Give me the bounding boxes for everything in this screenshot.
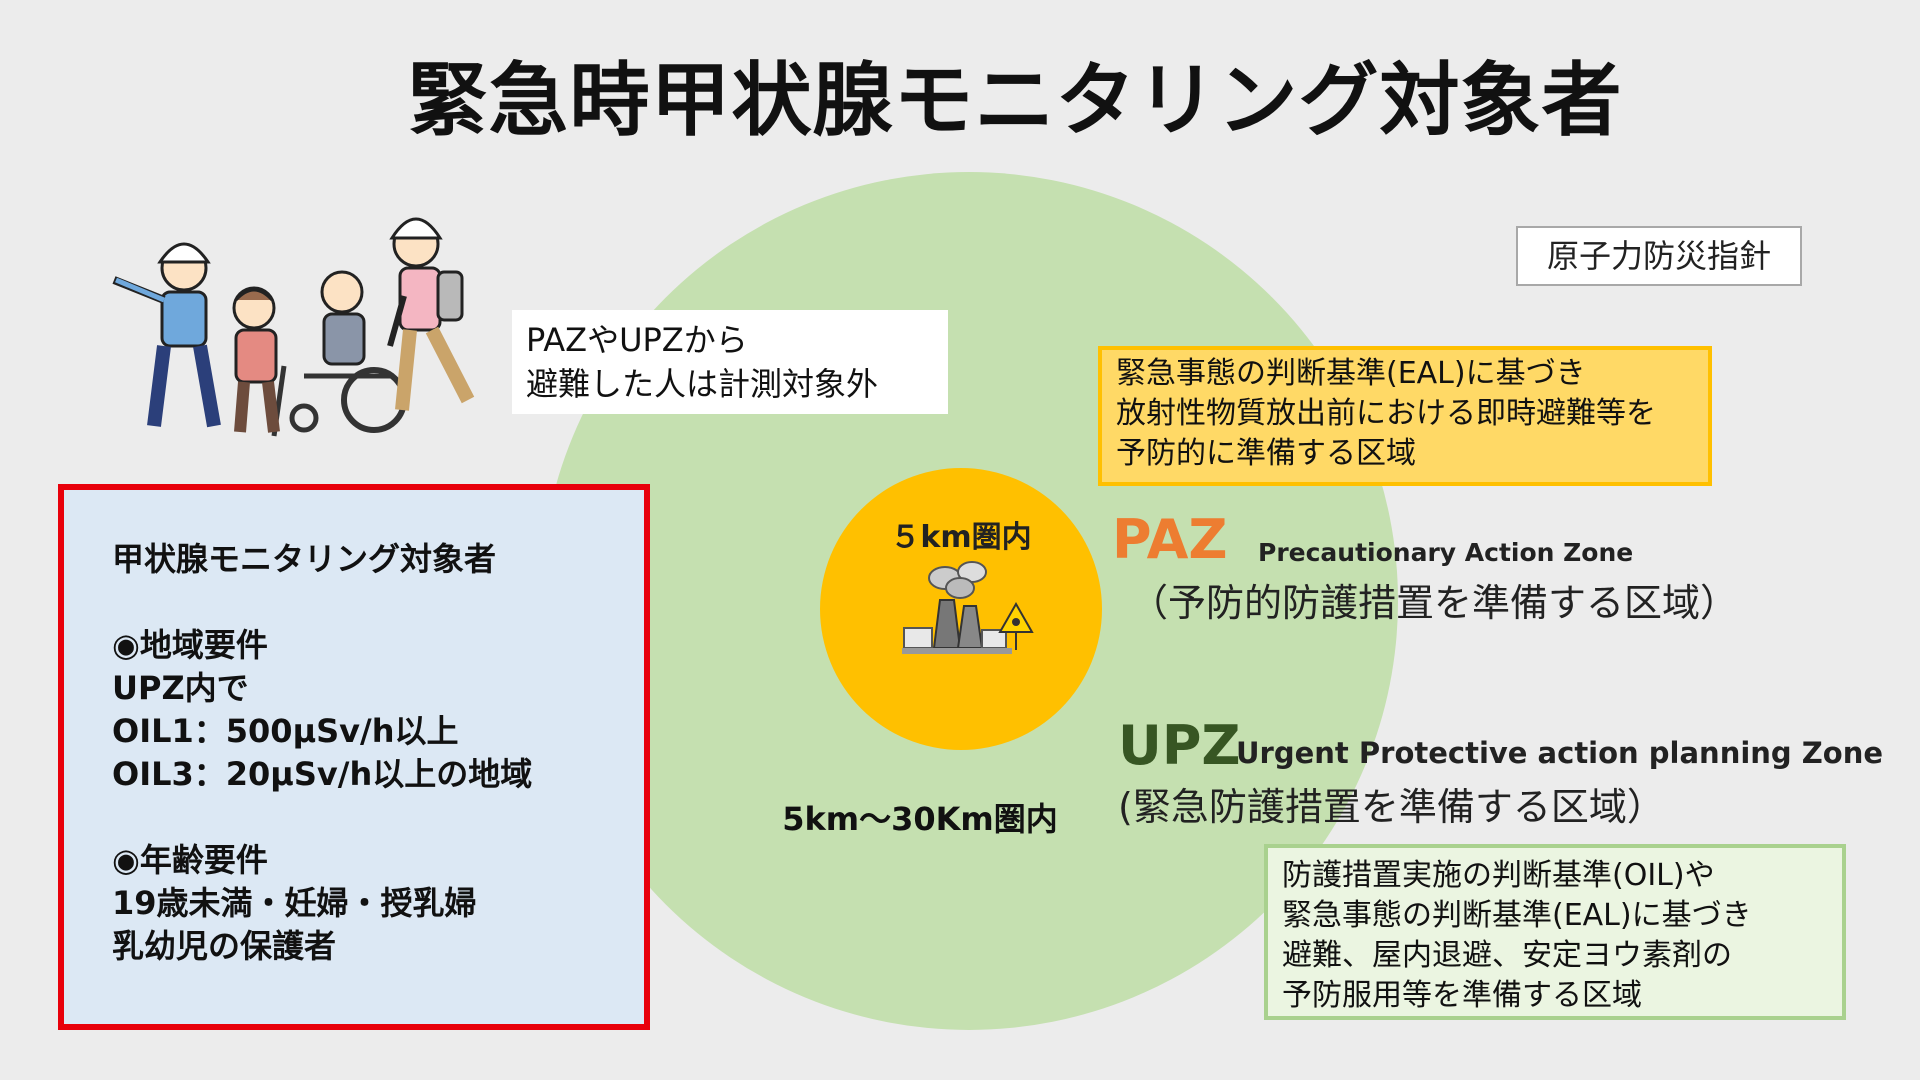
upz-box-line: 緊急事態の判断基準(EAL)に基づき [1282,898,1752,933]
paz-box-line: 緊急事態の判断基準(EAL)に基づき [1116,356,1586,391]
upz-range-label: 5km～30Km圏内 [782,800,1058,838]
upz-definition-box: 防護措置実施の判断基準(OIL)や 緊急事態の判断基準(EAL)に基づき 避難、… [1264,844,1846,1020]
upz-box-line: 避難、屋内退避、安定ヨウ素剤の [1282,938,1732,973]
guideline-label: 原子力防災指針 [1516,226,1802,286]
evacuee-note-line: PAZやUPZから [526,321,748,359]
paz-circle-label: ５km圏内 [890,520,1032,555]
region-requirement-heading: ◉地域要件 [112,626,268,664]
age-requirement-heading: ◉年齢要件 [112,841,268,879]
paz-abbreviation: PAZ [1112,508,1228,571]
upz-abbreviation: UPZ [1118,714,1241,777]
region-requirement-line: UPZ内で [112,669,249,707]
region-requirement-line: OIL3：20μSv/h以上の地域 [112,755,533,793]
monitoring-target-box: 甲状腺モニタリング対象者 ◉地域要件 UPZ内で OIL1：500μSv/h以上… [58,484,650,1030]
upz-full-name: Urgent Protective action planning Zone [1236,736,1884,770]
region-requirement-line: OIL1：500μSv/h以上 [112,712,459,750]
nuclear-power-plant-icon [902,561,1034,654]
age-requirement-line: 19歳未満・妊婦・授乳婦 [112,884,477,922]
paz-full-name: Precautionary Action Zone [1258,538,1634,567]
upz-box-line: 予防服用等を準備する区域 [1282,978,1642,1013]
paz-box-line: 予防的に準備する区域 [1116,436,1416,471]
paz-zone-circle [820,468,1102,750]
evacuee-note-line: 避難した人は計測対象外 [526,365,879,403]
evacuee-exclusion-note: PAZやUPZから 避難した人は計測対象外 [512,310,948,414]
spacer [112,796,596,839]
upz-description: (緊急防護措置を準備する区域） [1118,785,1665,829]
upz-box-line: 防護措置実施の判断基準(OIL)や [1282,858,1715,893]
paz-box-line: 放射性物質放出前における即時避難等を [1116,396,1656,431]
evacuating-people-icon [112,217,475,437]
target-heading: 甲状腺モニタリング対象者 [112,540,497,578]
page-title: 緊急時甲状腺モニタリング対象者 [407,54,1623,147]
paz-description: （予防的防護措置を準備する区域） [1130,581,1739,625]
age-requirement-line: 乳幼児の保護者 [112,927,337,965]
paz-definition-box: 緊急事態の判断基準(EAL)に基づき 放射性物質放出前における即時避難等を 予防… [1098,346,1712,486]
spacer [112,581,596,624]
